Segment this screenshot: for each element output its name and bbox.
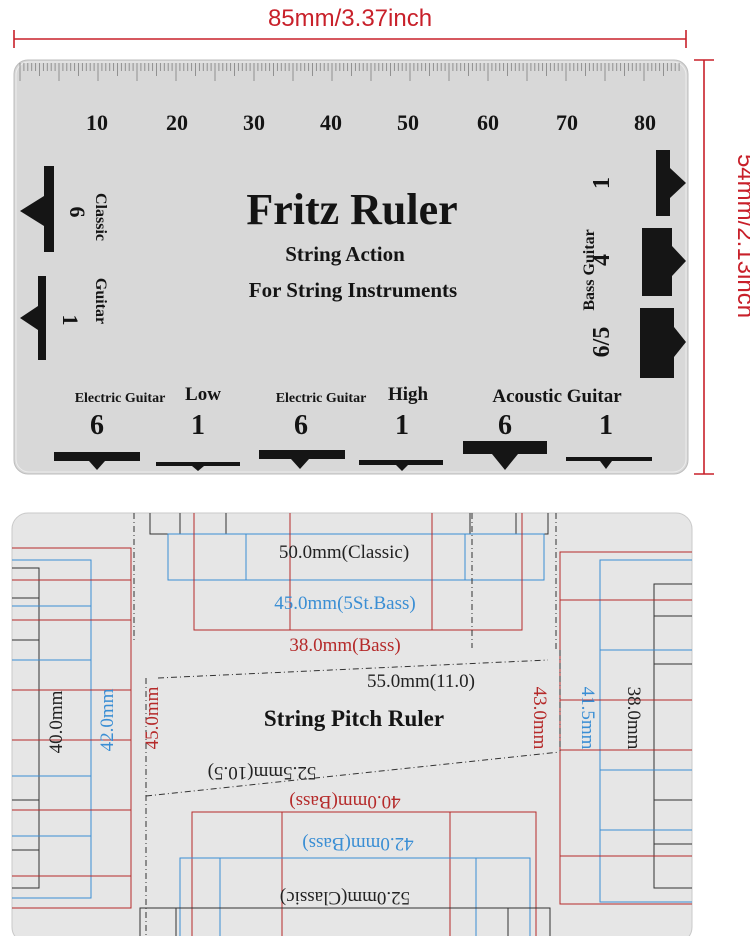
- group-number: 6: [498, 410, 512, 441]
- gauge-group-acoustic: Acoustic Guitar 6 1: [463, 386, 652, 470]
- label-right-blue: 41.5mm: [577, 687, 598, 750]
- classic-guitar-gauge: 6 1 Classic Guitar: [20, 166, 109, 360]
- group-label: High: [388, 384, 429, 405]
- bass-number-1: 1: [589, 177, 615, 189]
- label-mid-upper: 55.0mm(11.0): [367, 671, 475, 692]
- gauge-group-electric-high: Electric Guitar High 6 1: [259, 384, 443, 471]
- fritz-subtitle-1: String Action: [285, 242, 405, 266]
- scale-number: 70: [556, 110, 578, 135]
- label-bass-top: 38.0mm(Bass): [289, 635, 400, 656]
- label-classic-top: 50.0mm(Classic): [279, 542, 409, 563]
- bass-number-4: 4: [589, 254, 615, 266]
- group-number: 6: [90, 410, 104, 441]
- label-5st-bass-top: 45.0mm(5St.Bass): [274, 593, 415, 614]
- scale-number: 20: [166, 110, 188, 135]
- classic-number-1: 1: [58, 315, 83, 326]
- group-number: 6: [294, 410, 308, 441]
- label-right-black: 38.0mm: [623, 687, 644, 750]
- scale-number: 50: [397, 110, 419, 135]
- scale-number: 10: [86, 110, 108, 135]
- group-number: 1: [395, 410, 409, 441]
- fritz-title: Fritz Ruler: [246, 185, 457, 234]
- scale-number: 40: [320, 110, 342, 135]
- classic-number-6: 6: [65, 207, 90, 218]
- gauge-group-electric-low: Electric Guitar Low 6 1: [54, 384, 240, 471]
- bass-guitar-label: Bass Guitar: [581, 229, 598, 310]
- pitch-ruler-title: String Pitch Ruler: [264, 706, 444, 731]
- height-dimension: 54mm/2.13inch: [694, 59, 750, 475]
- label-left-red: 45.0mm: [142, 686, 163, 749]
- scale-number: 60: [477, 110, 499, 135]
- fritz-subtitle-2: For String Instruments: [249, 278, 457, 302]
- group-number: 1: [599, 410, 613, 441]
- pitch-ruler-labels: 50.0mm(Classic) 45.0mm(5St.Bass) 38.0mm(…: [46, 542, 644, 908]
- group-label: Electric Guitar: [75, 391, 166, 406]
- pitch-ruler-grid: [12, 513, 692, 936]
- classic-label: Classic: [92, 193, 109, 241]
- label-left-blue: 42.0mm: [97, 688, 118, 751]
- height-label: 54mm/2.13inch: [732, 154, 750, 318]
- scale-number: 30: [243, 110, 265, 135]
- label-bass-bottom-red: 40.0mm(Bass): [289, 791, 400, 812]
- group-label: Low: [185, 384, 221, 405]
- label-left-black: 40.0mm: [46, 690, 67, 753]
- label-mid-lower: 52.5mm(10.5): [208, 762, 317, 783]
- bass-number-6-5: 6/5: [589, 327, 615, 358]
- scale-numbers: 10 20 30 40 50 60 70 80: [86, 110, 656, 135]
- fritz-ruler-card: 10 20 30 40 50 60 70 80 Fritz Ruler Stri…: [13, 59, 689, 475]
- group-number: 1: [191, 410, 205, 441]
- group-label: Electric Guitar: [276, 391, 367, 406]
- label-bass-bottom-blue: 42.0mm(Bass): [302, 833, 413, 854]
- scale-number: 80: [634, 110, 656, 135]
- label-classic-bottom: 52.0mm(Classic): [280, 887, 410, 908]
- bass-guitar-gauge: 1 4 6/5 Bass Guitar: [581, 150, 686, 378]
- group-label: Acoustic Guitar: [492, 386, 622, 407]
- pitch-ruler-card: 50.0mm(Classic) 45.0mm(5St.Bass) 38.0mm(…: [11, 512, 693, 936]
- width-label: 85mm/3.37inch: [268, 5, 432, 32]
- width-dimension: 85mm/3.37inch: [13, 5, 687, 48]
- mm-tick-marks: [19, 63, 680, 81]
- guitar-label: Guitar: [92, 278, 109, 324]
- label-right-red: 43.0mm: [529, 687, 550, 750]
